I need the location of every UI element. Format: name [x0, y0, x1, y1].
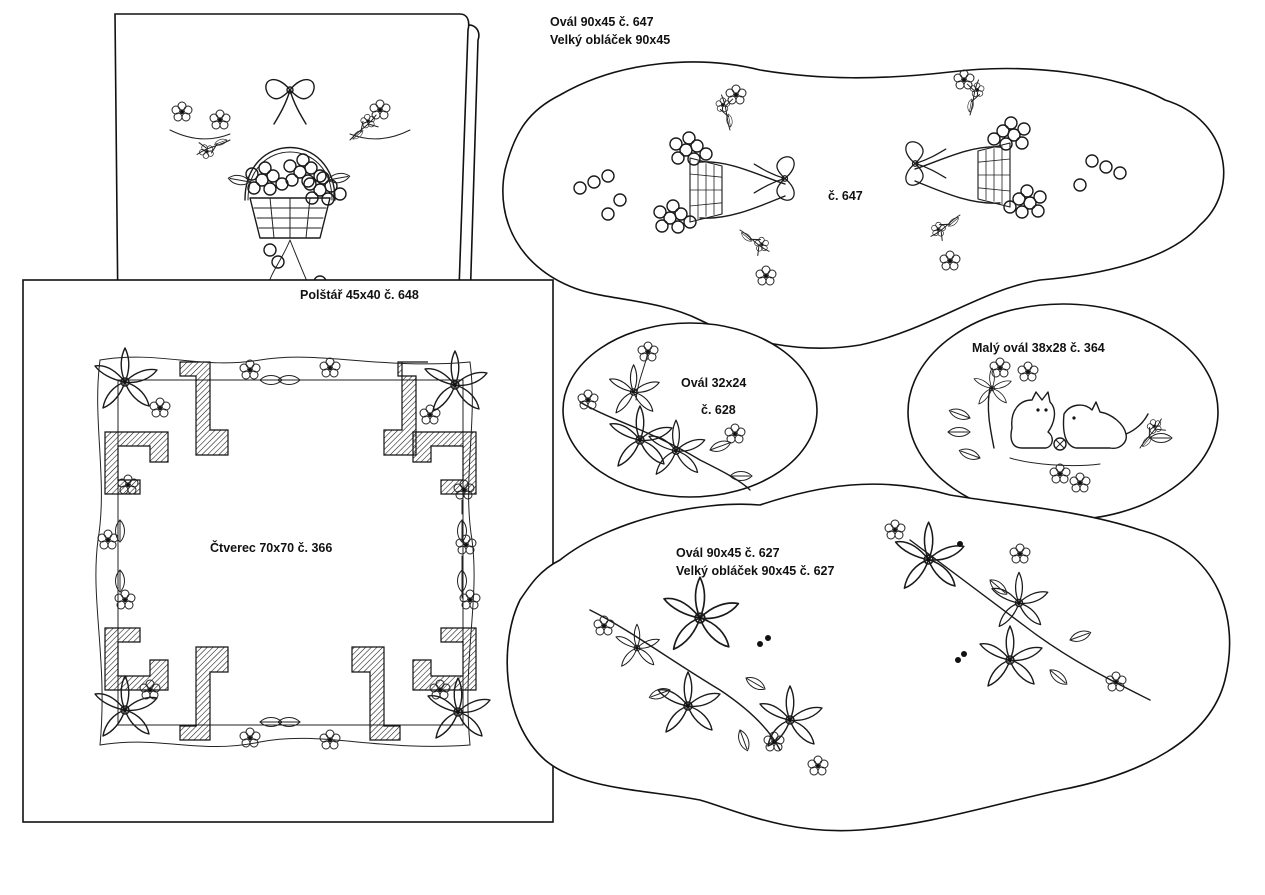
blossom-branch-motif-right — [884, 519, 1151, 701]
oval-364-title: Malý ovál 38x28 č. 364 — [972, 341, 1105, 355]
oval-628-pattern — [562, 322, 818, 498]
square-label: Čtverec 70x70 č. 366 — [210, 541, 333, 555]
oval-628-number: č. 628 — [701, 403, 736, 417]
cloud-647-title-line1: Ovál 90x45 č. 647 — [550, 15, 654, 29]
blossom-branch-motif-left — [589, 576, 829, 776]
basket-motif-left — [573, 84, 795, 286]
pillow-label: Polštář 45x40 č. 648 — [300, 288, 419, 302]
cloud-627-title-line1: Ovál 90x45 č. 627 — [676, 546, 780, 560]
oval-364-pattern — [907, 303, 1219, 521]
flower-branch-motif — [577, 341, 753, 491]
cloud-647-pattern — [502, 61, 1225, 349]
oval-628-title: Ovál 32x24 — [681, 376, 747, 390]
square-pattern — [22, 279, 554, 823]
greek-key-corners — [104, 361, 477, 741]
cloud-627-title-line2: Velký obláček 90x45 č. 627 — [676, 564, 835, 578]
basket-motif-right — [905, 69, 1127, 271]
kittens-motif — [947, 357, 1173, 493]
cloud-647-title-line2: Velký obláček 90x45 — [550, 33, 671, 47]
cloud-627-pattern — [506, 483, 1231, 832]
floral-vine-border — [94, 347, 491, 750]
pillow-pattern — [114, 13, 480, 319]
cloud-647-center-label: č. 647 — [828, 189, 863, 203]
